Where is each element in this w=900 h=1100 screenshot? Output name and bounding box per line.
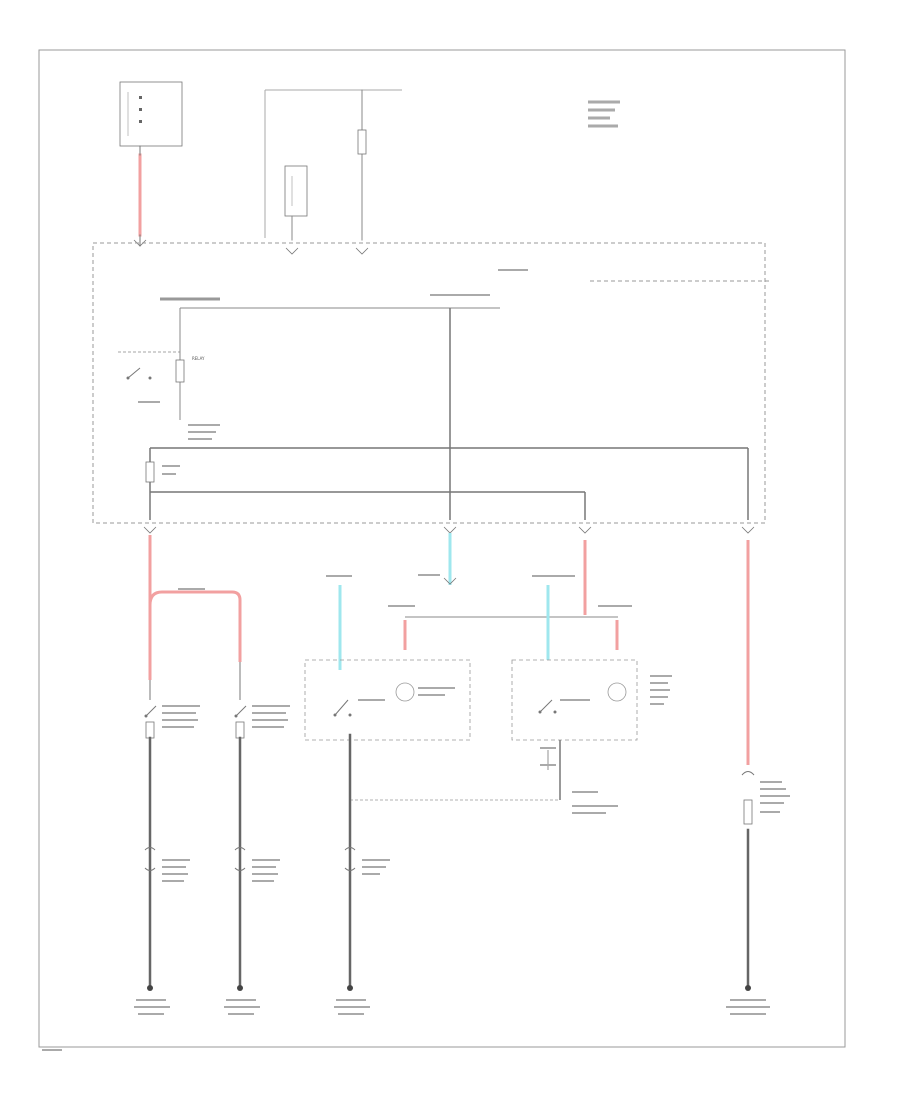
fuse-block <box>119 81 183 147</box>
ground-2 <box>224 985 260 1015</box>
ground-3 <box>334 985 370 1015</box>
connector-right <box>234 847 280 882</box>
sensor-top <box>284 165 308 217</box>
fuse-middle <box>145 461 155 483</box>
right-block-note <box>588 100 620 128</box>
right-defogger-switch <box>511 659 672 741</box>
defogger-relay: RELAY <box>118 308 220 440</box>
fuse-top <box>357 129 367 155</box>
relay-box-frame <box>92 242 766 524</box>
connector-mid <box>344 847 390 875</box>
wire-left-red-branch <box>148 590 242 662</box>
top-power-bus <box>264 89 402 238</box>
right-mirror-heater <box>234 662 290 739</box>
left-mirror-heater <box>144 680 200 739</box>
connector-left <box>144 847 190 882</box>
mid-defogger-switch <box>304 659 471 741</box>
ground-1 <box>134 985 170 1015</box>
rear-window-defogger <box>741 771 790 825</box>
diagram-frame <box>38 49 846 1048</box>
svg-text:RELAY: RELAY <box>192 356 205 361</box>
ground-4 <box>726 985 770 1015</box>
